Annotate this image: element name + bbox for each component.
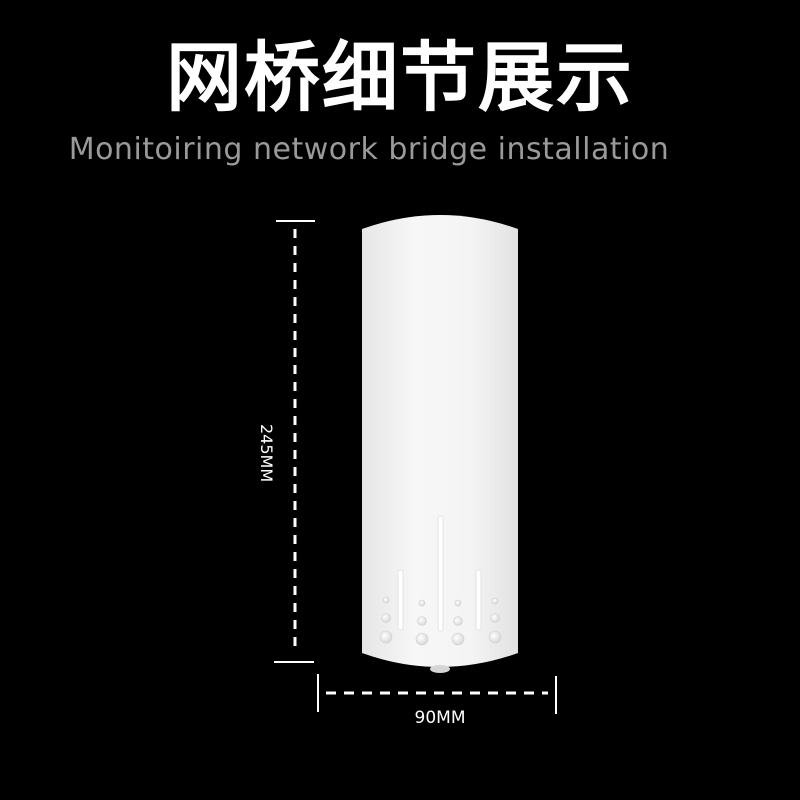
device-bottom-nub: [430, 665, 450, 673]
height-dimension-label: 245MM: [257, 424, 276, 483]
page-title: 网桥细节展示: [166, 33, 634, 122]
width-dimension-label: 90MM: [414, 708, 466, 728]
signal-bar-1: [397, 569, 404, 631]
led-indicator-dots: [379, 596, 502, 646]
signal-bar-3: [475, 569, 482, 631]
signal-bar-2: [437, 515, 444, 632]
page-subtitle: Monitoiring network bridge installation: [68, 132, 670, 167]
bridge-device-image: [362, 215, 518, 673]
device-body: [362, 215, 518, 667]
